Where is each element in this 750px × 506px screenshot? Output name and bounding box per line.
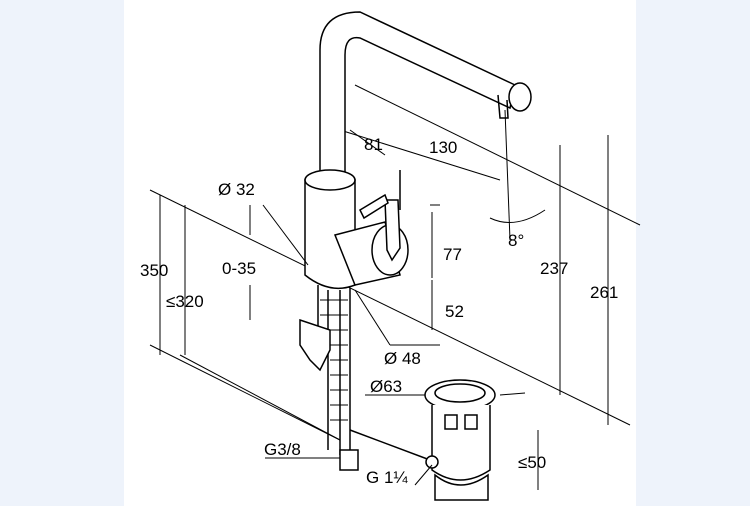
dim-deck-range: 0-35 <box>222 259 256 278</box>
dim-handle-offset: 81 <box>364 135 383 154</box>
dim-max-height: 350 <box>140 261 168 280</box>
right-margin-panel <box>636 0 750 506</box>
dim-drain-depth: ≤50 <box>518 453 546 472</box>
dim-spout-reach: 130 <box>429 138 457 157</box>
dim-base-diameter: Ø 48 <box>384 349 421 368</box>
dim-spout-angle: 8° <box>508 231 524 250</box>
dimension-arrows <box>159 140 609 490</box>
dim-supply-thread: G3/8 <box>264 440 301 459</box>
dim-max-depth: ≤320 <box>166 292 204 311</box>
dim-body-diameter: Ø 32 <box>218 180 255 199</box>
faucet-body <box>304 169 409 290</box>
dim-drain-thread: G 1¼ <box>366 468 408 487</box>
dim-drain-diameter: Ø63 <box>370 377 402 396</box>
dim-spout-height: 237 <box>540 259 568 278</box>
dim-handle-height: 77 <box>443 245 462 264</box>
supply-hoses <box>299 285 431 471</box>
left-margin-panel <box>0 0 124 506</box>
dim-total-height: 261 <box>590 283 618 302</box>
drain-valve <box>424 379 496 501</box>
faucet-spout <box>319 11 532 181</box>
dim-base-height: 52 <box>445 302 464 321</box>
